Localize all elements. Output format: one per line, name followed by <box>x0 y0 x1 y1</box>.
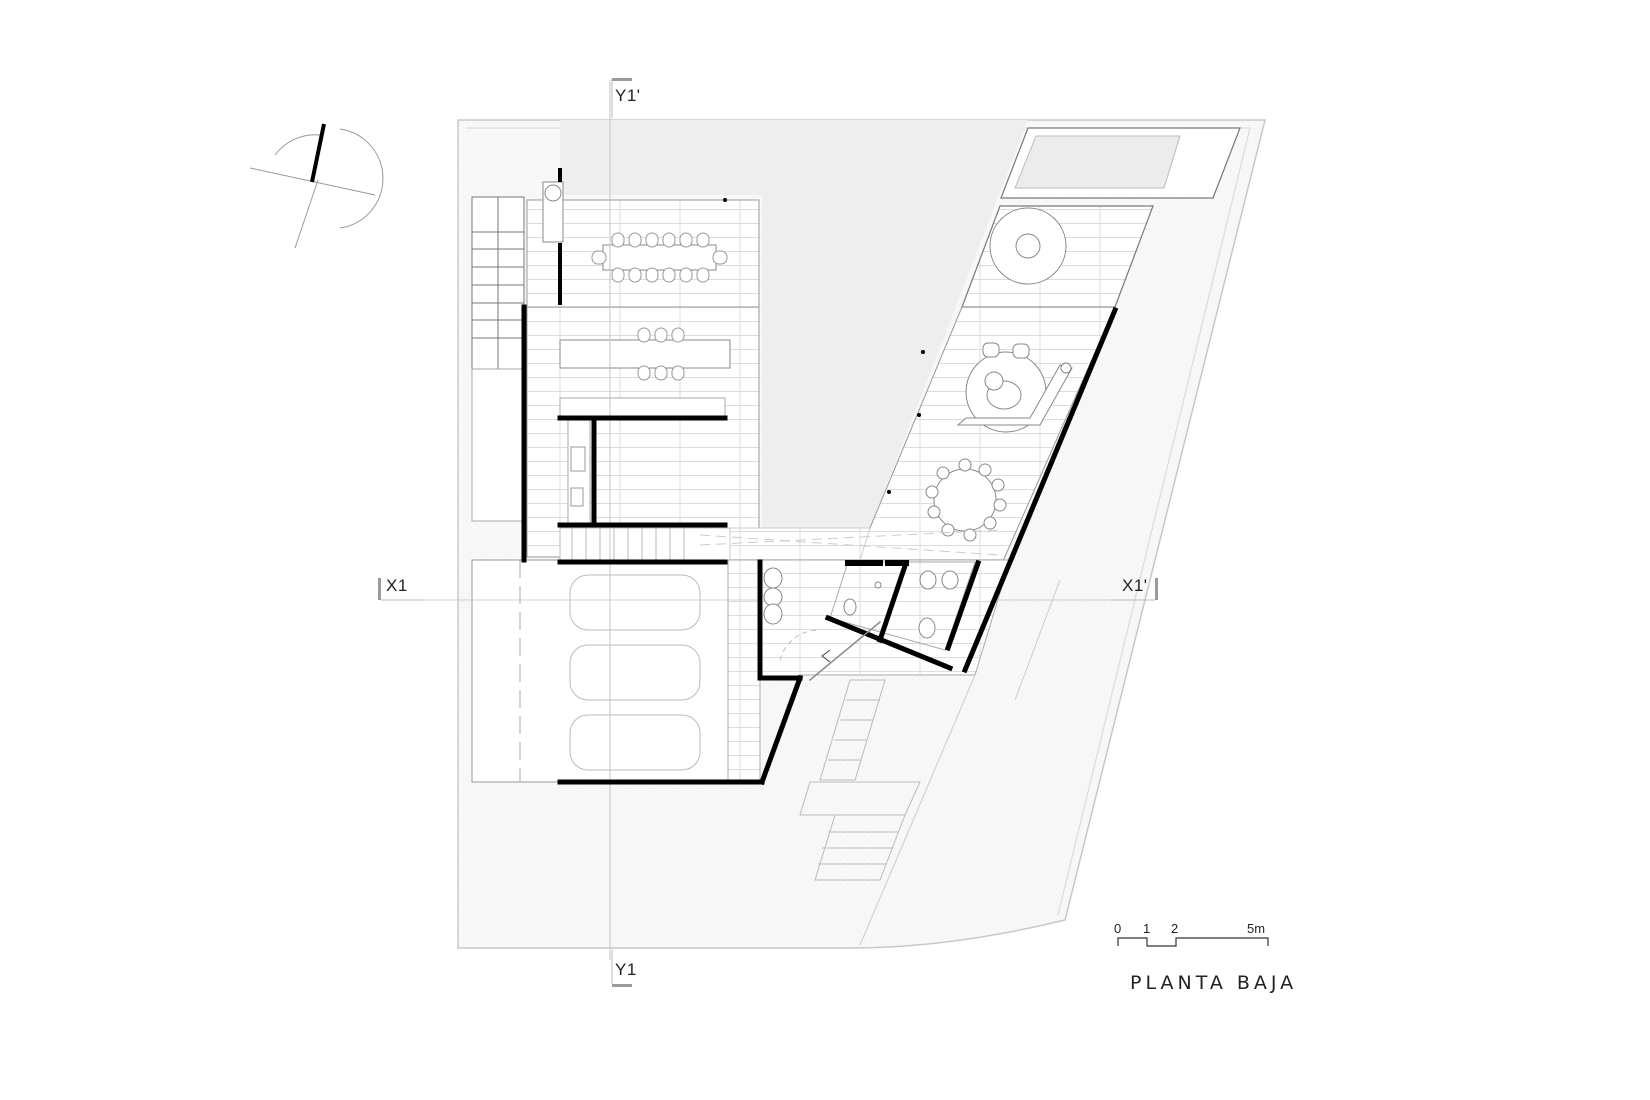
section-label-y1: Y1 <box>615 960 637 979</box>
patio <box>560 120 1028 528</box>
garage <box>425 80 1110 960</box>
scale-tick-5m: 5m <box>1247 921 1266 936</box>
pool <box>1000 127 1241 199</box>
round-dining-table <box>925 458 1007 542</box>
terrace <box>961 205 1154 308</box>
walls <box>521 168 1119 786</box>
section-label-x1: X1 <box>386 576 408 595</box>
staircase <box>471 196 525 522</box>
dining-room <box>526 181 760 308</box>
section-markers <box>378 78 1158 987</box>
scale-tick-0: 0 <box>1114 921 1122 936</box>
section-label-x1-prime: X1' <box>1122 576 1148 595</box>
bathrooms <box>829 561 976 651</box>
drawing-title: PLANTA BAJA <box>1130 972 1298 994</box>
section-label-y1-prime: Y1' <box>615 86 641 105</box>
scale-tick-1: 1 <box>1143 921 1151 936</box>
entry-steps <box>799 579 1061 946</box>
kitchen <box>526 306 760 558</box>
north-arrow-icon <box>249 123 384 249</box>
scale-bar <box>1117 937 1269 947</box>
interior-stair <box>559 527 1001 561</box>
scale-tick-2: 2 <box>1171 921 1179 936</box>
